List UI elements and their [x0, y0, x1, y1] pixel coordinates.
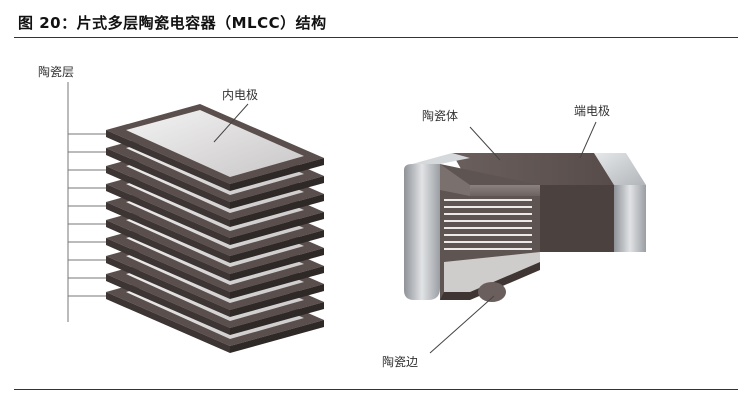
bottom-rule [14, 389, 738, 390]
label-end-electrode: 端电极 [574, 104, 610, 118]
label-ceramic-layer: 陶瓷层 [38, 64, 74, 79]
exposed-electrode [444, 252, 540, 292]
cutaway-layers [444, 199, 532, 250]
inner-electrode [126, 110, 304, 177]
ceramic-body-leader [469, 126, 501, 161]
ceramic-layer-stack: 陶瓷层 内电极 [38, 64, 324, 353]
end-electrode-left [404, 164, 440, 300]
inner-electrode-leader [213, 103, 249, 143]
ceramic-layer [106, 104, 324, 191]
mlcc-chip: 陶瓷体 端电极 陶瓷边 [382, 104, 646, 369]
layer-bracket [67, 82, 106, 322]
label-ceramic-body: 陶瓷体 [422, 108, 458, 123]
label-ceramic-edge: 陶瓷边 [382, 354, 418, 369]
end-electrode-right [614, 185, 646, 252]
end-electrode-leader [579, 121, 597, 159]
cut-step [470, 185, 540, 196]
end-electrode-top [594, 153, 646, 185]
top-rule [14, 37, 738, 38]
figure-title: 图 20：片式多层陶瓷电容器（MLCC）结构 [18, 14, 327, 32]
ceramic-body-side [540, 185, 614, 252]
label-inner-electrode: 内电极 [222, 88, 258, 102]
ceramic-edge [478, 282, 506, 302]
ceramic-edge-leader [429, 295, 495, 354]
